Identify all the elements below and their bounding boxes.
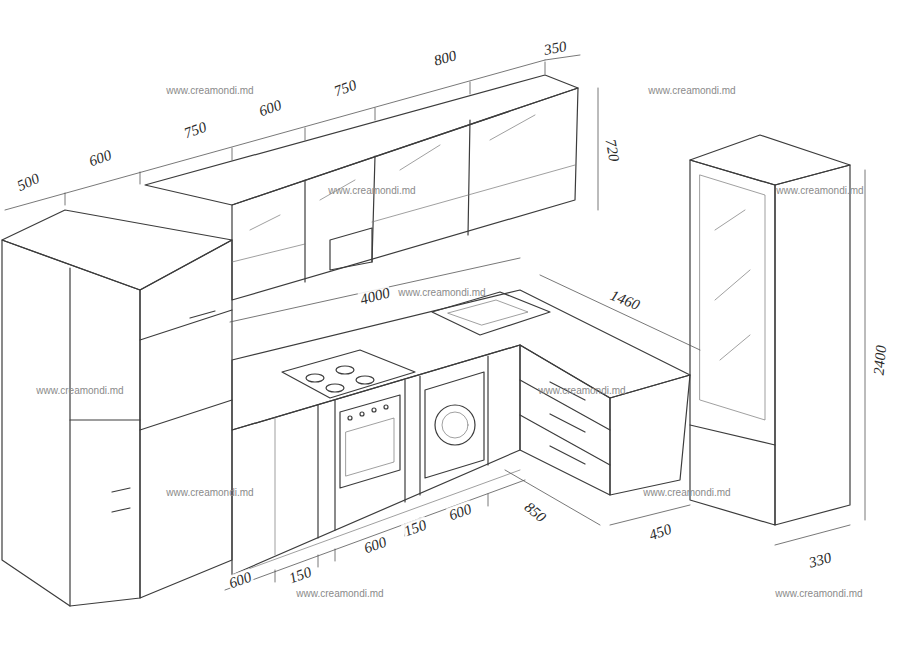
watermark: www.creamondi.md bbox=[647, 85, 736, 96]
fridge-top bbox=[2, 210, 232, 290]
dimension-tick bbox=[65, 62, 545, 205]
watermark: www.creamondi.md bbox=[327, 185, 416, 196]
washer-door bbox=[435, 405, 475, 445]
door-split bbox=[317, 405, 318, 538]
door-split bbox=[140, 310, 232, 340]
dimension-label: 500 bbox=[13, 169, 42, 194]
dimension-label: 800 bbox=[431, 47, 459, 69]
watermark: www.creamondi.md bbox=[642, 487, 731, 498]
fridge-door-split bbox=[70, 419, 140, 420]
glass-door bbox=[700, 175, 765, 420]
dimension-label: 850 bbox=[520, 498, 549, 526]
oven-knob bbox=[348, 416, 352, 420]
door-split bbox=[419, 376, 420, 495]
drawer-split bbox=[520, 415, 610, 465]
drawer-unit bbox=[520, 345, 610, 495]
dimension-label: 600 bbox=[446, 500, 475, 524]
dimension-line bbox=[775, 525, 850, 545]
dimension-line bbox=[598, 88, 599, 210]
hob bbox=[282, 350, 415, 398]
dimension-label: 330 bbox=[806, 549, 834, 571]
drawer-handle bbox=[550, 446, 585, 464]
glass-hatch bbox=[250, 115, 535, 230]
watermark: www.creamondi.md bbox=[775, 185, 864, 196]
fridge-body bbox=[2, 240, 140, 606]
lift-panel bbox=[232, 244, 305, 262]
tall-column bbox=[140, 240, 232, 598]
watermark: www.creamondi.md bbox=[165, 85, 254, 96]
fridge-handle bbox=[112, 508, 130, 512]
dimension-label: 600 bbox=[226, 568, 255, 592]
sink-bowl bbox=[448, 300, 528, 325]
dimension-label: 2400 bbox=[870, 343, 889, 376]
watermark: www.creamondi.md bbox=[165, 487, 254, 498]
drawer-handle bbox=[550, 414, 585, 432]
dimension-label: 150 bbox=[286, 563, 315, 587]
dimension-label: 450 bbox=[646, 520, 675, 544]
oven-door bbox=[346, 418, 394, 476]
watermark: www.creamondi.md bbox=[397, 287, 486, 298]
watermark: www.creamondi.md bbox=[774, 588, 863, 599]
watermark: www.creamondi.md bbox=[537, 385, 626, 396]
oven bbox=[340, 395, 400, 488]
door-split bbox=[304, 180, 305, 282]
fridge-handle bbox=[112, 488, 130, 492]
burner bbox=[306, 374, 324, 382]
burner bbox=[356, 376, 374, 384]
dimension-label: 600 bbox=[256, 96, 285, 120]
dimension-label: 4000 bbox=[357, 284, 392, 308]
tall-cabinet-top bbox=[690, 135, 850, 185]
dimension-label: 350 bbox=[542, 38, 569, 59]
dimension-label: 600 bbox=[361, 533, 390, 557]
countertop bbox=[232, 290, 690, 430]
door-split bbox=[690, 425, 775, 445]
door-split bbox=[334, 400, 335, 530]
burner bbox=[336, 366, 354, 374]
dimension-line bbox=[505, 470, 600, 525]
base-front bbox=[232, 345, 520, 575]
oven-knob bbox=[360, 412, 364, 416]
glass-hatch bbox=[715, 210, 750, 360]
burner bbox=[326, 384, 344, 392]
door-split bbox=[468, 120, 470, 235]
dimension-line bbox=[5, 60, 545, 210]
watermark: www.creamondi.md bbox=[35, 385, 124, 396]
washer bbox=[425, 372, 484, 478]
dimension-label: 150 bbox=[401, 516, 430, 540]
oven-knob bbox=[372, 408, 376, 412]
wall-cabinet-front bbox=[232, 88, 578, 300]
wall-cabinet-top bbox=[145, 75, 578, 205]
washer-glass bbox=[442, 412, 468, 438]
door-split bbox=[487, 356, 488, 465]
door-split bbox=[404, 380, 405, 502]
sink bbox=[432, 292, 550, 335]
watermark: www.creamondi.md bbox=[295, 588, 384, 599]
handle bbox=[190, 311, 215, 318]
dimension-line bbox=[540, 275, 700, 350]
plinth bbox=[232, 470, 520, 575]
fridge-edge bbox=[69, 268, 70, 606]
door-split bbox=[140, 400, 232, 430]
dimension-label: 600 bbox=[86, 146, 115, 170]
dimension-label: 1460 bbox=[607, 286, 643, 313]
oven-knob bbox=[384, 405, 388, 409]
hood bbox=[330, 228, 372, 270]
tall-cabinet-side bbox=[775, 165, 850, 525]
dimension-label: 750 bbox=[181, 118, 210, 142]
dimension-line bbox=[225, 480, 525, 590]
tall-cabinet-front bbox=[690, 160, 775, 525]
dimension-line bbox=[610, 505, 690, 525]
door-split bbox=[275, 418, 276, 555]
dimension-label: 750 bbox=[331, 76, 360, 100]
dimension-label: 720 bbox=[602, 137, 623, 164]
dimension-line bbox=[865, 170, 866, 520]
dimension-line bbox=[230, 258, 520, 322]
